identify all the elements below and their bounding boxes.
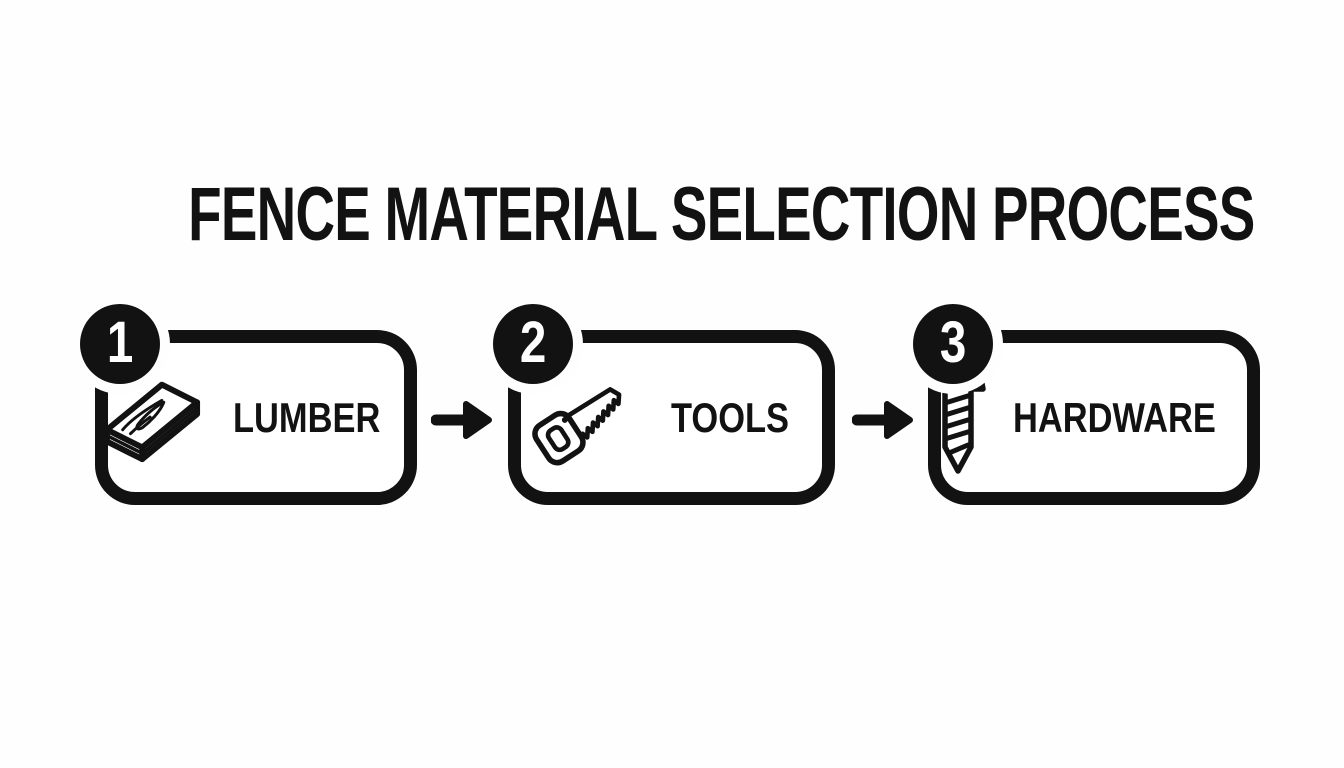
step-number: 1 bbox=[106, 309, 134, 375]
step-label: HARDWARE bbox=[1013, 393, 1217, 441]
arrow-right-icon bbox=[852, 401, 913, 439]
step-label: LUMBER bbox=[233, 393, 381, 441]
step-number: 2 bbox=[519, 309, 547, 375]
page-title: FENCE MATERIAL SELECTION PROCESS bbox=[188, 171, 1255, 257]
step-number-badge: 1 bbox=[80, 304, 160, 384]
step-box-tools: 2 TOOLS bbox=[493, 304, 835, 505]
step-number: 3 bbox=[939, 309, 967, 375]
step-box-hardware: 3 HARDWARE bbox=[913, 304, 1260, 505]
lumber-icon bbox=[99, 369, 209, 467]
arrow-right-icon bbox=[431, 401, 492, 439]
step-number-badge: 3 bbox=[913, 304, 993, 384]
step-number-badge: 2 bbox=[493, 304, 573, 384]
step-box-lumber: 1 LUMBER bbox=[80, 304, 417, 505]
saw-icon bbox=[529, 368, 647, 468]
step-label: TOOLS bbox=[670, 393, 789, 441]
